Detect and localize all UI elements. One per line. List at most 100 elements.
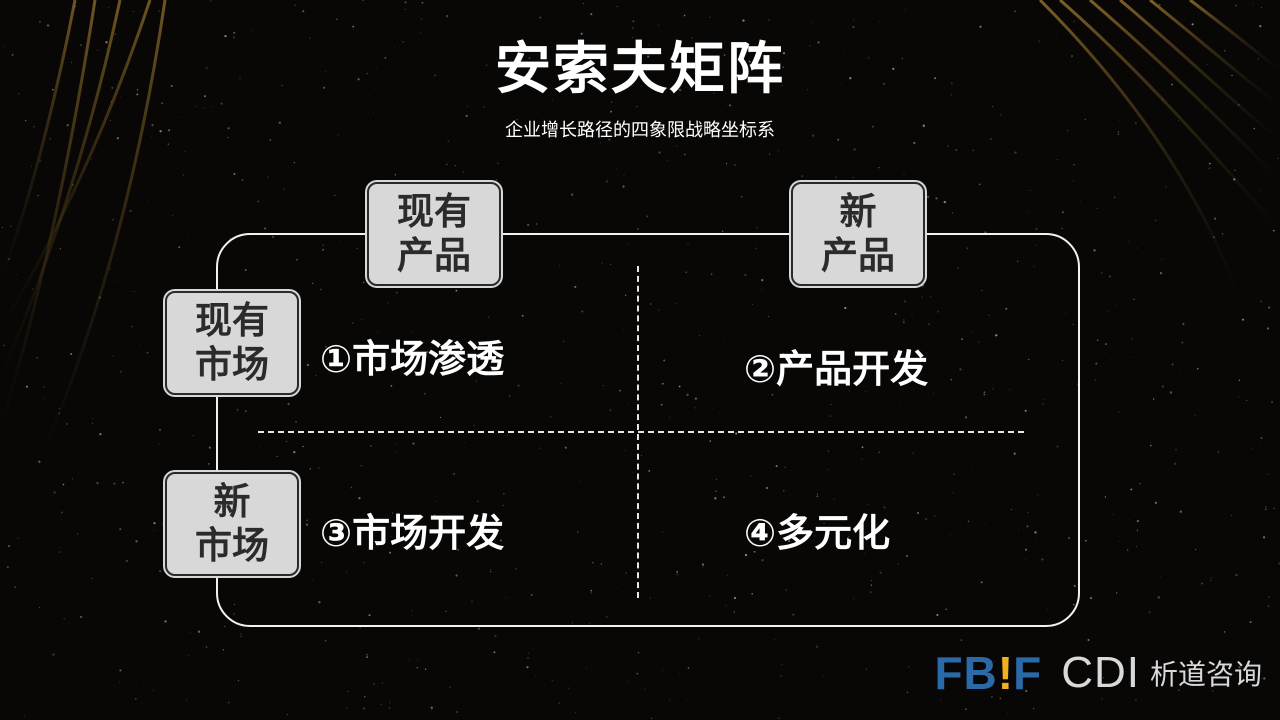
speckle-dot <box>1169 391 1173 394</box>
speckle-dot <box>212 106 214 108</box>
speckle-dot <box>530 593 533 596</box>
speckle-dot <box>932 392 935 394</box>
speckle-dot <box>1108 275 1111 278</box>
speckle-dot <box>823 675 824 677</box>
speckle-dot <box>192 434 195 437</box>
speckle-dot <box>724 341 725 343</box>
speckle-dot <box>309 468 311 470</box>
speckle-dot <box>883 506 886 509</box>
speckle-dot <box>848 390 850 392</box>
speckle-dot <box>1035 227 1038 231</box>
speckle-dot <box>992 388 994 390</box>
speckle-dot <box>610 110 612 113</box>
speckle-dot <box>241 178 244 182</box>
speckle-dot <box>1209 452 1211 454</box>
speckle-dot <box>619 389 621 392</box>
speckle-dot <box>657 309 660 311</box>
speckle-dot <box>1254 401 1256 403</box>
speckle-dot <box>203 107 205 109</box>
speckle-dot <box>714 490 717 493</box>
speckle-dot <box>167 143 169 145</box>
speckle-dot <box>527 657 529 659</box>
speckle-dot <box>260 446 262 448</box>
speckle-dot <box>296 258 298 261</box>
speckle-dot <box>1119 541 1121 543</box>
speckle-dot <box>60 511 63 514</box>
speckle-dot <box>376 331 379 333</box>
speckle-dot <box>1260 6 1262 8</box>
speckle-dot <box>903 300 907 303</box>
speckle-dot <box>1026 525 1029 528</box>
speckle-dot <box>1251 447 1253 449</box>
speckle-dot <box>119 669 122 672</box>
speckle-dot <box>1208 162 1211 165</box>
speckle-dot <box>184 150 186 153</box>
speckle-dot <box>782 489 785 492</box>
speckle-dot <box>882 82 885 85</box>
speckle-dot <box>972 149 974 151</box>
speckle-dot <box>753 550 756 553</box>
speckle-dot <box>999 697 1002 700</box>
speckle-dot <box>780 242 782 244</box>
speckle-dot <box>601 262 603 264</box>
speckle-dot <box>925 517 928 521</box>
speckle-dot <box>823 522 825 525</box>
speckle-dot <box>552 99 553 100</box>
speckle-dot <box>980 581 983 584</box>
speckle-dot <box>113 482 116 485</box>
speckle-dot <box>224 34 227 38</box>
speckle-dot <box>1266 327 1269 330</box>
speckle-dot <box>58 551 61 553</box>
speckle-dot <box>340 240 342 242</box>
speckle-dot <box>233 173 236 175</box>
speckle-dot <box>1087 638 1090 642</box>
company-logo: FB ! F CDI 析道咨询 <box>934 647 1262 699</box>
speckle-dot <box>902 321 905 324</box>
speckle-dot <box>878 451 881 454</box>
speckle-dot <box>992 106 994 107</box>
speckle-dot <box>324 639 327 642</box>
speckle-dot <box>580 480 582 482</box>
speckle-dot <box>687 243 689 245</box>
speckle-dot <box>725 163 728 165</box>
speckle-dot <box>105 48 107 50</box>
speckle-dot <box>151 124 154 127</box>
speckle-dot <box>636 672 639 675</box>
speckle-dot <box>484 515 487 518</box>
speckle-dot <box>1025 558 1026 560</box>
speckle-dot <box>610 101 613 103</box>
speckle-dot <box>283 188 286 191</box>
speckle-dot <box>981 426 983 428</box>
speckle-dot <box>455 289 458 292</box>
speckle-dot <box>892 67 895 71</box>
speckle-dot <box>549 415 552 418</box>
speckle-dot <box>1210 577 1212 579</box>
speckle-dot <box>937 310 940 313</box>
speckle-dot <box>1171 363 1174 366</box>
speckle-dot <box>1148 611 1151 614</box>
speckle-dot <box>477 627 480 630</box>
speckle-dot <box>1042 399 1044 400</box>
speckle-dot <box>426 350 429 353</box>
speckle-dot <box>1208 167 1211 170</box>
speckle-dot <box>679 89 682 92</box>
speckle-dot <box>119 95 121 97</box>
speckle-dot <box>609 263 612 266</box>
speckle-dot <box>539 447 541 449</box>
speckle-dot <box>615 168 617 170</box>
speckle-dot <box>767 315 770 318</box>
speckle-dot <box>61 519 62 520</box>
speckle-dot <box>454 165 456 167</box>
speckle-dot <box>79 615 83 619</box>
speckle-dot <box>1230 514 1233 517</box>
speckle-dot <box>1130 357 1131 358</box>
speckle-dot <box>870 584 873 587</box>
speckle-dot <box>10 225 12 227</box>
speckle-dot <box>788 540 791 543</box>
speckle-dot <box>318 601 321 604</box>
speckle-dot <box>782 52 786 55</box>
speckle-dot <box>1073 585 1076 587</box>
speckle-dot <box>1238 396 1239 398</box>
speckle-dot <box>508 395 511 397</box>
speckle-dot <box>1180 372 1181 374</box>
